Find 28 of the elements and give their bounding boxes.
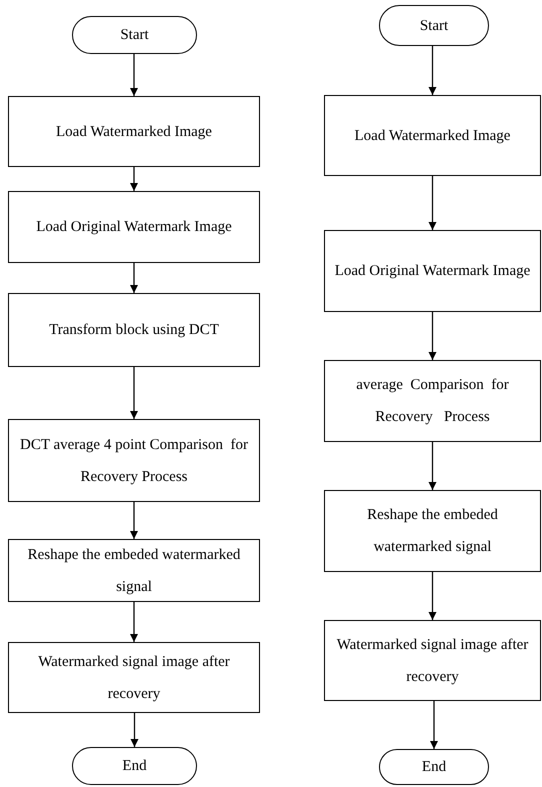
process-box: Watermarked signal image after recovery xyxy=(324,620,541,701)
terminal-pill: Start xyxy=(379,5,489,46)
process-box: Watermarked signal image after recovery xyxy=(8,642,260,713)
process-box: Transform block using DCT xyxy=(8,293,260,367)
arrow xyxy=(428,46,436,95)
arrow xyxy=(428,312,436,360)
terminal-pill: Start xyxy=(72,16,197,54)
arrow xyxy=(130,713,138,747)
arrow xyxy=(428,572,436,620)
arrow xyxy=(130,367,138,419)
terminal-pill: End xyxy=(72,747,197,785)
arrow xyxy=(130,167,138,191)
arrow xyxy=(130,54,138,96)
arrow xyxy=(430,701,438,749)
arrow xyxy=(130,263,138,293)
process-box: Load Original Watermark Image xyxy=(8,191,260,263)
arrow xyxy=(130,602,138,642)
arrow xyxy=(130,502,138,539)
process-box: Load Watermarked Image xyxy=(324,95,541,176)
arrow xyxy=(428,442,436,490)
arrow xyxy=(428,176,436,230)
process-box: Load Original Watermark Image xyxy=(324,230,541,312)
process-box: average Comparison for Recovery Process xyxy=(324,360,541,442)
terminal-pill: End xyxy=(379,749,489,785)
process-box: Reshape the embeded watermarked signal xyxy=(8,539,260,602)
process-box: Reshape the embeded watermarked signal xyxy=(324,490,541,572)
process-box: DCT average 4 point Comparison for Recovery Process xyxy=(8,419,260,502)
process-box: Load Watermarked Image xyxy=(8,96,260,167)
